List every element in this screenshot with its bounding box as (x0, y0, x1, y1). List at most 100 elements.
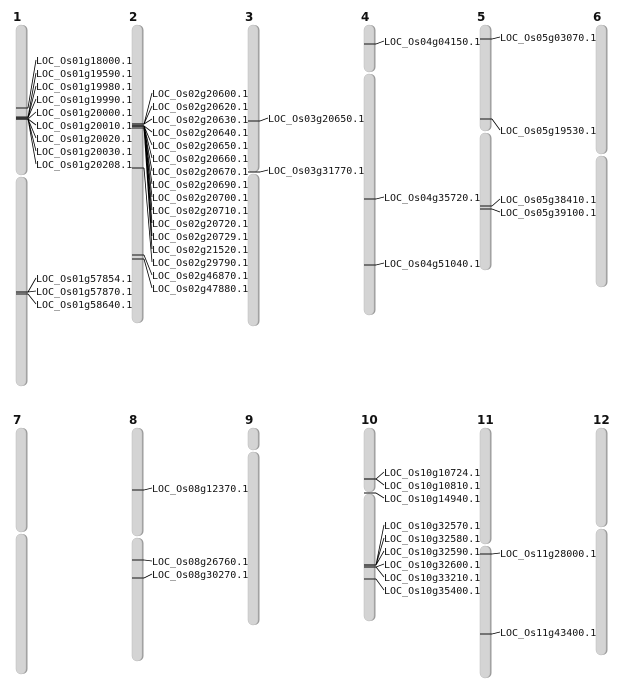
gene-connector (491, 631, 501, 635)
chromosome-number: 2 (129, 10, 137, 24)
gene-label: LOC_Os01g20020.1 (36, 134, 132, 145)
chromosome-short-arm (15, 24, 27, 176)
chromosome-7: 7 (13, 413, 28, 675)
chromosome-number: 9 (245, 413, 253, 427)
gene-connector (27, 118, 37, 165)
gene-connector (27, 118, 37, 126)
chromosome-number: 10 (361, 413, 378, 427)
gene-label: LOC_Os05g39100.1 (500, 208, 596, 219)
gene-connector (143, 127, 153, 250)
gene-label: LOC_Os10g35400.1 (384, 586, 480, 597)
chromosome-short-arm (363, 427, 375, 493)
gene-label: LOC_Os01g58640.1 (36, 300, 132, 311)
gene-label: LOC_Os05g38410.1 (500, 195, 596, 206)
gene-label: LOC_Os11g28000.1 (500, 549, 596, 560)
gene-label: LOC_Os10g32580.1 (384, 534, 480, 545)
chromosome-long-arm (363, 493, 375, 622)
gene-label: LOC_Os01g20010.1 (36, 121, 132, 132)
chromosome-1: 1LOC_Os01g18000.1LOC_Os01g19590.1LOC_Os0… (13, 10, 132, 387)
gene-connector (143, 254, 153, 276)
gene-label: LOC_Os02g47880.1 (152, 284, 248, 295)
gene-label: LOC_Os02g20620.1 (152, 102, 248, 113)
gene-connector (27, 290, 37, 293)
gene-label: LOC_Os08g26760.1 (152, 557, 248, 568)
gene-connector (491, 118, 501, 131)
gene-label: LOC_Os02g20670.1 (152, 167, 248, 178)
gene-connector (375, 492, 385, 499)
chromosome-number: 8 (129, 413, 137, 427)
gene-label: LOC_Os01g20208.1 (36, 160, 132, 171)
gene-connector (143, 487, 153, 491)
gene-connector (27, 118, 37, 139)
chromosome-9: 9 (245, 413, 260, 626)
chromosome-short-arm (363, 24, 375, 73)
gene-connector (375, 550, 385, 566)
chromosome-number: 1 (13, 10, 21, 24)
gene-connector (375, 524, 385, 566)
gene-label: LOC_Os02g20630.1 (152, 115, 248, 126)
gene-label: LOC_Os08g12370.1 (152, 484, 248, 495)
gene-label: LOC_Os10g10724.1 (384, 468, 480, 479)
gene-label: LOC_Os02g20600.1 (152, 89, 248, 100)
gene-connector (27, 98, 37, 119)
gene-label: LOC_Os01g20000.1 (36, 108, 132, 119)
chromosome-long-arm (595, 528, 607, 656)
gene-connector (375, 478, 385, 486)
gene-label: LOC_Os02g20660.1 (152, 154, 248, 165)
gene-connector (491, 208, 501, 213)
gene-label: LOC_Os01g19590.1 (36, 69, 132, 80)
chromosome-number: 4 (361, 10, 369, 24)
chromosome-short-arm (479, 427, 491, 545)
gene-connector (143, 559, 153, 562)
gene-label: LOC_Os11g43400.1 (500, 628, 596, 639)
gene-connector (143, 573, 153, 579)
gene-label: LOC_Os05g19530.1 (500, 126, 596, 137)
gene-connector (143, 125, 153, 146)
gene-connector (143, 118, 153, 125)
gene-connector (375, 563, 385, 568)
gene-label: LOC_Os10g10810.1 (384, 481, 480, 492)
gene-label: LOC_Os01g20030.1 (36, 147, 132, 158)
chromosome-4: 4LOC_Os04g04150.1LOC_Os04g35720.1LOC_Os0… (361, 10, 480, 316)
chromosome-12: 12 (593, 413, 610, 656)
chromosome-short-arm (479, 24, 491, 132)
gene-label: LOC_Os10g32570.1 (384, 521, 480, 532)
gene-connector (27, 72, 37, 118)
chromosome-number: 5 (477, 10, 485, 24)
chromosome-short-arm (131, 427, 143, 537)
gene-connector (27, 293, 37, 305)
chromosome-10: 10LOC_Os10g10724.1LOC_Os10g10810.1LOC_Os… (361, 413, 480, 622)
chromosome-6: 6 (593, 10, 608, 288)
gene-connector (375, 471, 385, 480)
gene-connector (375, 566, 385, 578)
gene-connector (375, 262, 385, 266)
chromosome-number: 6 (593, 10, 601, 24)
chromosome-number: 12 (593, 413, 610, 427)
gene-connector (143, 92, 153, 125)
gene-connector (143, 125, 153, 133)
gene-label: LOC_Os01g18000.1 (36, 56, 132, 67)
gene-connector (143, 105, 153, 125)
gene-connector (143, 258, 153, 289)
gene-label: LOC_Os01g19990.1 (36, 95, 132, 106)
gene-label: LOC_Os04g04150.1 (384, 37, 480, 48)
gene-label: LOC_Os02g46870.1 (152, 271, 248, 282)
gene-connector (375, 578, 385, 591)
chromosome-short-arm (595, 24, 607, 155)
chromosome-5: 5LOC_Os05g03070.1LOC_Os05g19530.1LOC_Os0… (477, 10, 596, 271)
gene-label: LOC_Os10g33210.1 (384, 573, 480, 584)
gene-connector (27, 277, 37, 293)
gene-label: LOC_Os04g51040.1 (384, 259, 480, 270)
gene-connector (375, 196, 385, 200)
gene-connector (27, 111, 37, 120)
gene-label: LOC_Os02g20650.1 (152, 141, 248, 152)
chromosome-number: 3 (245, 10, 253, 24)
gene-label: LOC_Os02g20700.1 (152, 193, 248, 204)
gene-label: LOC_Os01g57854.1 (36, 274, 132, 285)
gene-label: LOC_Os02g21520.1 (152, 245, 248, 256)
chromosome-long-arm (131, 537, 143, 662)
gene-label: LOC_Os04g35720.1 (384, 193, 480, 204)
chromosome-short-arm (247, 427, 259, 451)
